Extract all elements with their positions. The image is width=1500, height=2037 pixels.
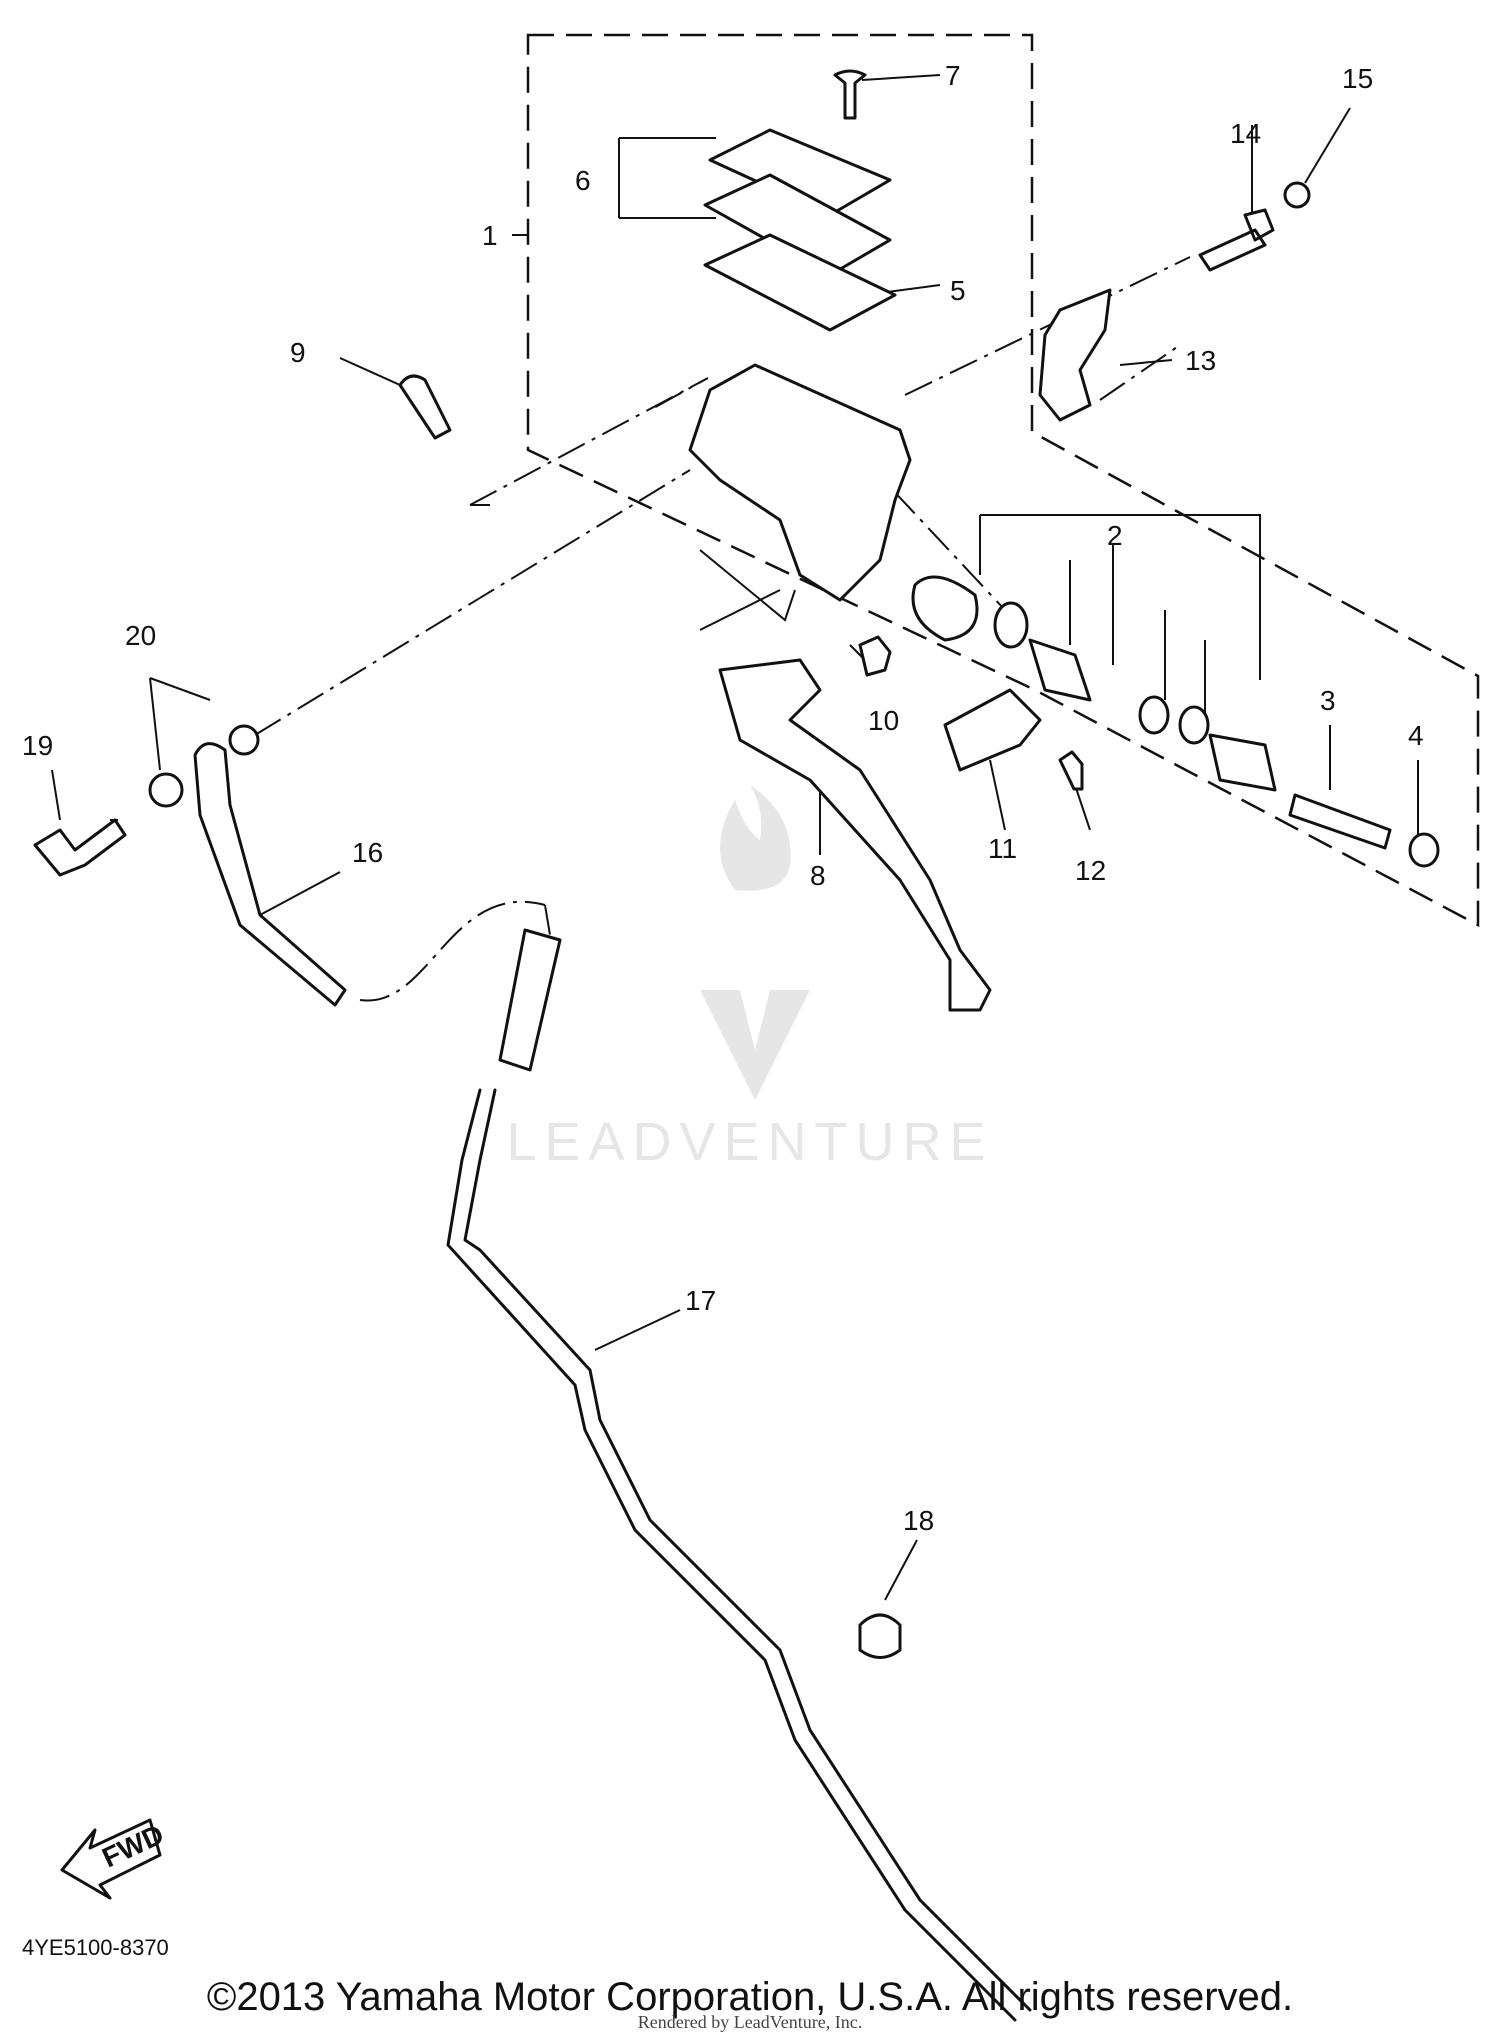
callout-17: 17	[685, 1285, 716, 1316]
hose-fitting	[498, 928, 562, 1072]
master-cylinder-body	[688, 363, 912, 602]
diagram-code: 4YE5100-8370	[22, 1935, 169, 1960]
callout-20: 20	[125, 620, 156, 651]
callout-8: 8	[810, 860, 826, 891]
callout-11: 11	[988, 833, 1017, 864]
rendered-by-notice: Rendered by LeadVenture, Inc.	[637, 2012, 863, 2032]
callout-12: 12	[1075, 855, 1106, 886]
pushrod-3	[1288, 793, 1392, 850]
callout-1: 1	[482, 220, 498, 251]
screw-7	[833, 69, 867, 120]
switch-11	[943, 688, 1042, 772]
callouts: 1 2 3 4 5 6 7 8 9 10 11 12 13 14 15 16 1…	[22, 60, 1424, 1536]
nut-10	[858, 635, 892, 677]
callout-4: 4	[1408, 720, 1424, 751]
union-bolt-19	[33, 818, 127, 877]
hose-17-outline	[446, 1088, 1017, 2022]
diaphragm-5	[703, 233, 897, 332]
bolt-14	[1198, 208, 1275, 272]
callout-6: 6	[575, 165, 591, 196]
callout-19: 19	[22, 730, 53, 761]
leadventure-watermark: LEADVENTURE	[506, 785, 993, 1172]
callout-15: 15	[1342, 63, 1373, 94]
callout-2: 2	[1107, 520, 1123, 551]
holder-13	[1038, 288, 1112, 422]
callout-5: 5	[950, 275, 966, 306]
clamp-18	[858, 1613, 902, 1659]
screw-12	[1058, 750, 1084, 791]
lever-8	[718, 658, 992, 1012]
callout-9: 9	[290, 337, 306, 368]
boot-4	[1408, 832, 1440, 868]
hose-16	[193, 742, 347, 1007]
copyright-notice: ©2013 Yamaha Motor Corporation, U.S.A. A…	[206, 1975, 1294, 2019]
forward-arrow-icon: FWD	[60, 1818, 168, 1900]
callout-7: 7	[945, 60, 961, 91]
bolt-9	[398, 374, 452, 440]
hose-17	[463, 1088, 1032, 2012]
washer-15	[1283, 181, 1311, 209]
callout-14: 14	[1230, 118, 1261, 149]
callout-16: 16	[352, 837, 383, 868]
watermark-text: LEADVENTURE	[506, 1112, 993, 1172]
callout-13: 13	[1185, 345, 1216, 376]
assembly-boundary	[526, 33, 1480, 928]
reservoir-cap-6	[703, 128, 892, 277]
piston-kit-2	[911, 575, 1277, 792]
callout-18: 18	[903, 1505, 934, 1536]
callout-10: 10	[868, 705, 899, 736]
callout-3: 3	[1320, 685, 1336, 716]
washers-20	[148, 724, 260, 808]
